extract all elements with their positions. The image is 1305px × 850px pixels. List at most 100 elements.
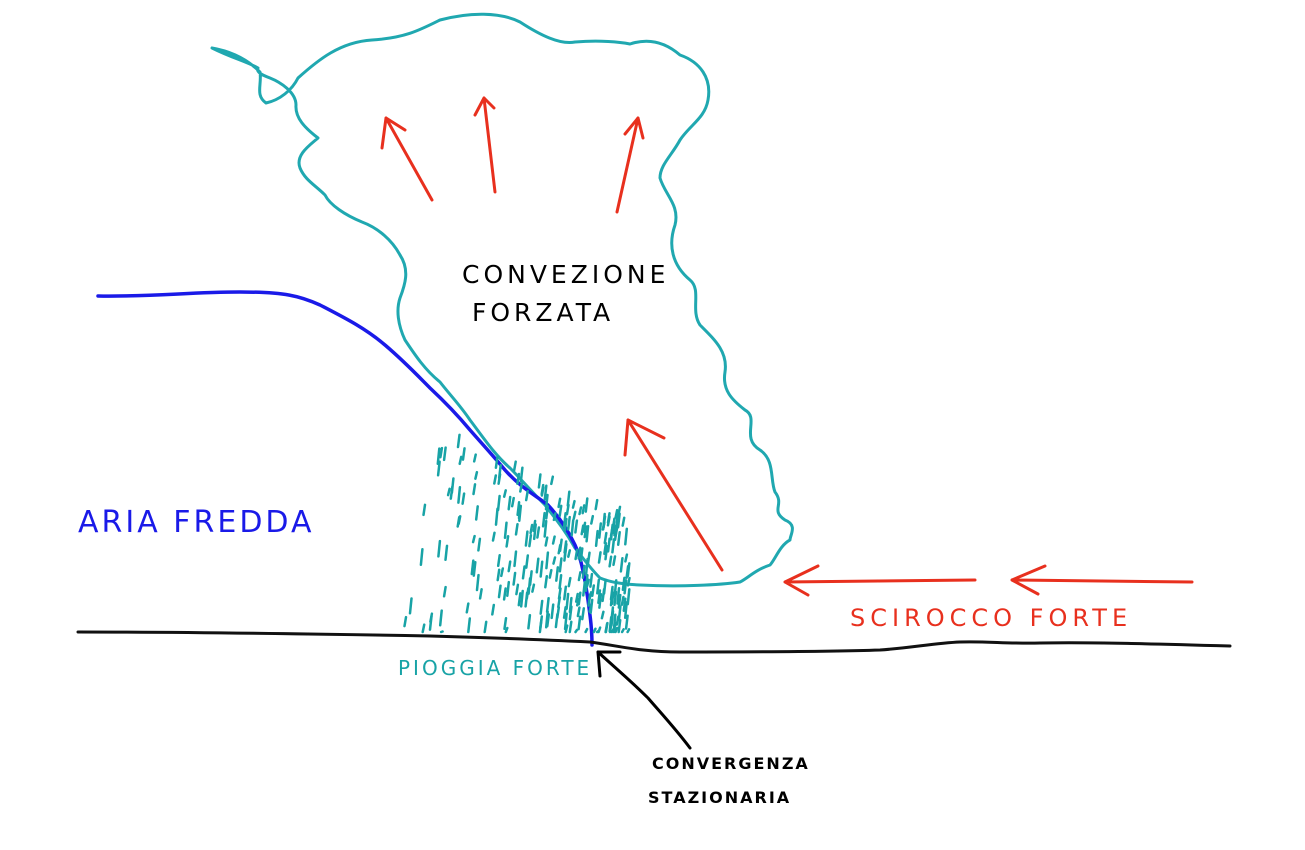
rain-streak	[439, 630, 444, 634]
ground-line	[76, 630, 1232, 654]
rain-streak	[616, 587, 621, 605]
rain-streak	[624, 553, 629, 563]
rain-streak	[491, 531, 496, 542]
rain-streak	[438, 609, 443, 627]
rain-streak	[403, 615, 408, 628]
rain-streak	[623, 579, 628, 595]
rain-streak	[494, 455, 499, 469]
rain-streak	[442, 585, 447, 598]
rain-streak	[584, 497, 589, 513]
rain-streak	[513, 550, 518, 568]
rain-streak	[558, 504, 563, 518]
rain-streak	[519, 482, 524, 493]
rain-streak	[483, 620, 488, 634]
rain-streak	[620, 595, 625, 606]
rain-streak	[566, 490, 571, 507]
rain-streak	[446, 487, 451, 497]
rain-streak	[458, 455, 463, 466]
rain-streak	[517, 504, 522, 520]
rain-streak	[624, 614, 629, 630]
rain-streak	[536, 526, 541, 539]
rain-streak	[478, 588, 483, 600]
wind-arrow-2	[1010, 564, 1194, 596]
convection-arrows	[380, 96, 724, 572]
rain-streak	[544, 536, 549, 547]
rain-streak	[574, 592, 579, 603]
rain-streak	[592, 627, 597, 634]
rain-streak	[465, 602, 470, 614]
rain-streak	[442, 446, 447, 462]
rain-streak	[516, 472, 521, 485]
rain-streak	[565, 592, 570, 610]
rain-streak	[552, 512, 557, 522]
rain-streak	[563, 612, 568, 631]
rain-streak	[545, 551, 550, 570]
rain-streak	[512, 571, 517, 586]
heavy-rain	[403, 433, 631, 634]
rain-streak	[500, 567, 505, 578]
rain-streak	[436, 447, 441, 465]
rain-streak	[496, 494, 501, 512]
rain-streak	[545, 505, 550, 520]
rain-streak	[514, 522, 519, 536]
rain-label: PIOGGIA FORTE	[398, 656, 593, 680]
wind-arrow-1	[783, 564, 977, 597]
scirocco-arrows	[783, 564, 1194, 597]
rain-streak	[612, 613, 617, 632]
rain-streak	[456, 516, 461, 528]
rain-streak	[603, 541, 608, 556]
rain-streak	[472, 561, 477, 577]
rain-streak	[619, 557, 624, 573]
rain-streak	[577, 615, 582, 631]
convergence-label-line2: STAZIONARIA	[648, 788, 792, 807]
rain-streak	[582, 521, 587, 533]
rain-streak	[620, 628, 625, 634]
rain-streak	[606, 537, 611, 553]
rain-streak	[564, 624, 569, 634]
rain-streak	[554, 612, 559, 629]
rain-streak	[585, 525, 590, 543]
rain-streak	[566, 515, 571, 531]
rain-streak	[568, 620, 573, 634]
rain-streak	[510, 496, 515, 508]
rain-streak	[456, 433, 461, 449]
rain-streak	[601, 521, 606, 531]
rain-streak	[516, 501, 521, 517]
rain-streak	[524, 530, 529, 547]
rain-streak	[574, 519, 579, 534]
rain-streak	[497, 463, 502, 479]
rain-streak	[544, 493, 549, 511]
rain-streak	[617, 593, 622, 609]
rain-streak	[505, 534, 510, 548]
rain-streak	[543, 484, 548, 501]
rain-streak	[541, 511, 546, 528]
rain-streak	[519, 589, 524, 608]
rain-streak	[586, 551, 591, 565]
rain-streak	[603, 531, 608, 545]
rain-streak	[558, 538, 563, 553]
rain-streak	[439, 446, 444, 459]
rain-streak	[613, 590, 618, 607]
rain-streak	[567, 549, 572, 558]
rain-streak	[608, 555, 613, 568]
rain-streak	[612, 555, 617, 567]
cold-air-label: ARIA FREDDA	[78, 505, 315, 540]
rain-streak	[568, 596, 573, 614]
rain-streak	[581, 607, 586, 621]
rain-streak	[585, 578, 590, 588]
rain-streak	[577, 571, 582, 582]
rain-streak	[604, 544, 609, 561]
rain-streak	[616, 512, 621, 529]
rain-streak	[450, 477, 455, 494]
rain-streak	[535, 557, 540, 574]
rain-streak	[574, 548, 579, 561]
rain-streak	[609, 525, 614, 538]
rain-streak	[626, 588, 631, 606]
rain-streak	[474, 505, 479, 521]
rain-streak	[491, 603, 496, 616]
rain-streak	[496, 553, 501, 568]
rain-streak	[589, 572, 594, 588]
rain-streak	[626, 576, 631, 587]
cloud-outline	[210, 12, 794, 588]
